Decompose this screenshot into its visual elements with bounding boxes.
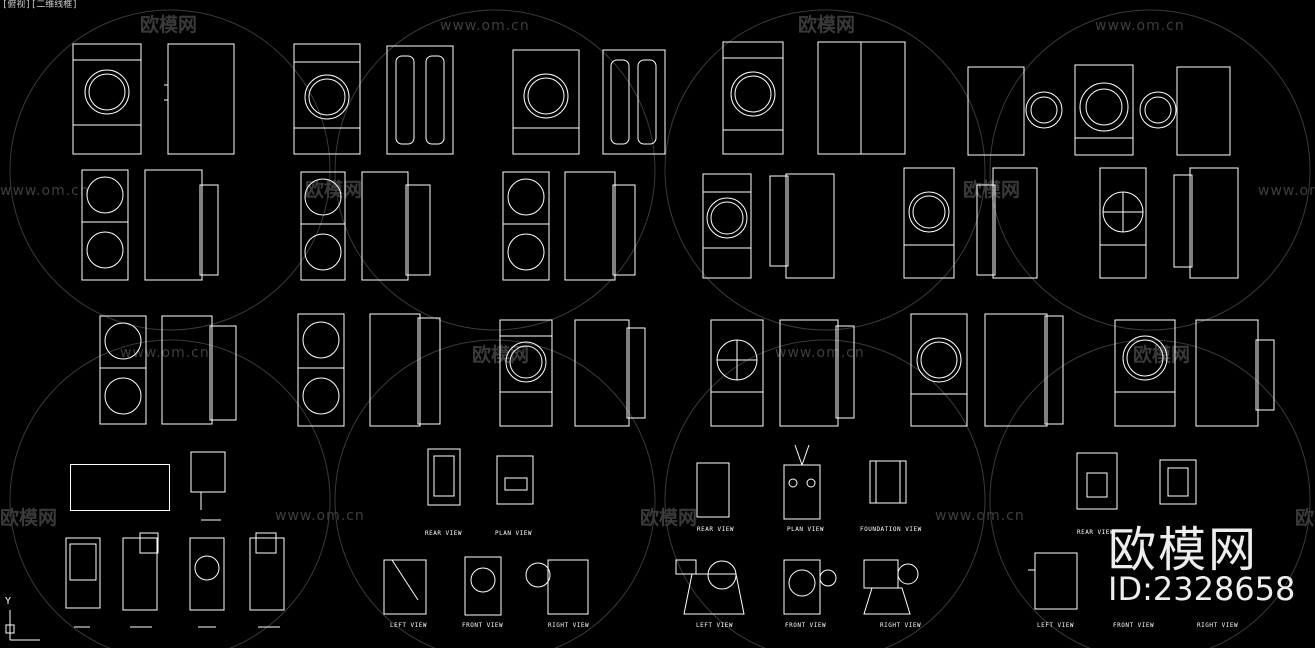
view-label-plan: PLAN VIEW [787,526,825,533]
washer-rear-view-symbol[interactable] [427,448,461,506]
stack-dryer-side-view[interactable] [369,313,441,427]
stack-dryer-side-view[interactable] [144,169,219,281]
dryer-rear-view[interactable] [602,49,666,155]
view-label-right: RIGHT VIEW [880,622,922,629]
washer-left-view-symbol[interactable] [383,559,427,615]
watermark-url: www.om.cn [1258,183,1315,199]
watermark-brand: 欧模网 [305,179,363,201]
stack-dryer-front-view[interactable] [300,171,346,281]
watermark-brand: 欧模网 [1133,344,1191,366]
dryer-front-view[interactable] [499,319,553,427]
dryer-front-view[interactable] [710,319,764,427]
ucs-y-label: Y [5,596,12,607]
view-label-left: LEFT VIEW [696,622,734,629]
extractor-front-view-symbol[interactable] [783,559,837,615]
dryer-front-view[interactable] [910,313,968,427]
watermark-brand: 欧模网 [140,14,198,36]
extractor-plan-view-symbol[interactable] [783,444,821,520]
view-label-right: RIGHT VIEW [1197,622,1239,629]
dryer-side-view[interactable] [164,43,235,155]
view-label-right: RIGHT VIEW [548,622,590,629]
dryer-left-view[interactable] [967,66,1063,156]
view-label-rear: REAR VIEW [1077,529,1115,536]
dryer-rear-view-symbol[interactable] [1076,452,1118,510]
watermark-url: www.om.cn [440,18,530,34]
dryer-side-view[interactable] [1195,319,1275,427]
watermark-arcs [9,9,1311,648]
stack-dryer-side-view[interactable] [161,315,237,425]
watermark-brand: 欧模网 [798,14,856,36]
dryer-side-view[interactable] [817,41,906,155]
overlay-id: ID:2328658 [1108,570,1296,608]
dryer-side-view[interactable] [1173,167,1239,279]
washer-front-view-symbol[interactable] [464,556,502,616]
dryer-front-view[interactable] [702,173,752,279]
dryer-side-view[interactable] [574,319,646,427]
dryer-unit-symbol[interactable] [189,537,225,628]
watermark-url: www.om.cn [775,345,865,361]
view-label-front: FRONT VIEW [1113,622,1155,629]
dryer-unit-symbol[interactable] [249,532,285,628]
dryer-rear-view[interactable] [386,45,454,155]
watermark-url: www.om.cn [1095,18,1185,34]
washer-right-view-symbol[interactable] [525,559,589,615]
extractor-right-view-symbol[interactable] [863,559,919,615]
watermark-brand: 欧模网 [0,507,58,529]
watermark-url: www.om.cn [275,508,365,524]
view-label-foundation: FOUNDATION VIEW [860,526,922,533]
dryer-detail-plan[interactable] [190,451,226,521]
washer-plan-view-symbol[interactable] [496,455,534,505]
dryer-side-view[interactable] [769,173,835,279]
view-label-front: FRONT VIEW [462,622,504,629]
watermark-url: www.om.cn [935,508,1025,524]
dryer-front-view[interactable] [903,167,955,279]
view-label-left: LEFT VIEW [1037,622,1075,629]
spec-notes-table [70,464,170,511]
watermark-url: www.om.cn [120,345,210,361]
dryer-front-view[interactable] [293,43,361,155]
dryer-front-view[interactable] [1099,167,1147,279]
dryer-front-view[interactable] [512,49,580,155]
dryer-front-view[interactable] [1074,64,1134,156]
extractor-rear-view-symbol[interactable] [696,462,730,518]
dryer-side-view[interactable] [976,167,1038,279]
dryer-left-view-symbol[interactable] [1028,552,1078,610]
dryer-right-view[interactable] [1139,66,1231,156]
view-label-rear: REAR VIEW [697,526,735,533]
watermark-url: www.om.cn [0,183,90,199]
stack-dryer-front-view[interactable] [99,315,147,425]
view-label-front: FRONT VIEW [785,622,827,629]
dryer-front-view[interactable] [72,43,142,155]
stack-dryer-front-view[interactable] [502,171,550,281]
dryer-unit-symbol[interactable] [122,532,159,628]
overlay-brand: 欧模网 [1108,522,1259,578]
stack-dryer-side-view[interactable] [564,171,636,281]
ucs-axis-icon [5,610,40,641]
foundation-view-symbol[interactable] [869,460,907,504]
view-label-left: LEFT VIEW [390,622,428,629]
dryer-plan-view-symbol[interactable] [1159,459,1197,505]
dryer-side-view[interactable] [984,313,1064,427]
view-label-rear: REAR VIEW [425,530,463,537]
stack-dryer-front-view[interactable] [81,169,129,281]
extractor-left-view-symbol[interactable] [675,559,745,615]
stack-dryer-front-view[interactable] [297,313,345,427]
dryer-unit-symbol[interactable] [65,537,101,628]
view-label-plan: PLAN VIEW [495,530,533,537]
stack-dryer-side-view[interactable] [361,171,431,281]
dryer-front-view[interactable] [722,41,784,155]
watermark-brand: 欧模网 [472,344,530,366]
dryer-side-view[interactable] [779,319,855,427]
viewport-label[interactable]: [俯视][二维线框] [2,0,78,10]
dryer-front-view[interactable] [1114,319,1176,427]
